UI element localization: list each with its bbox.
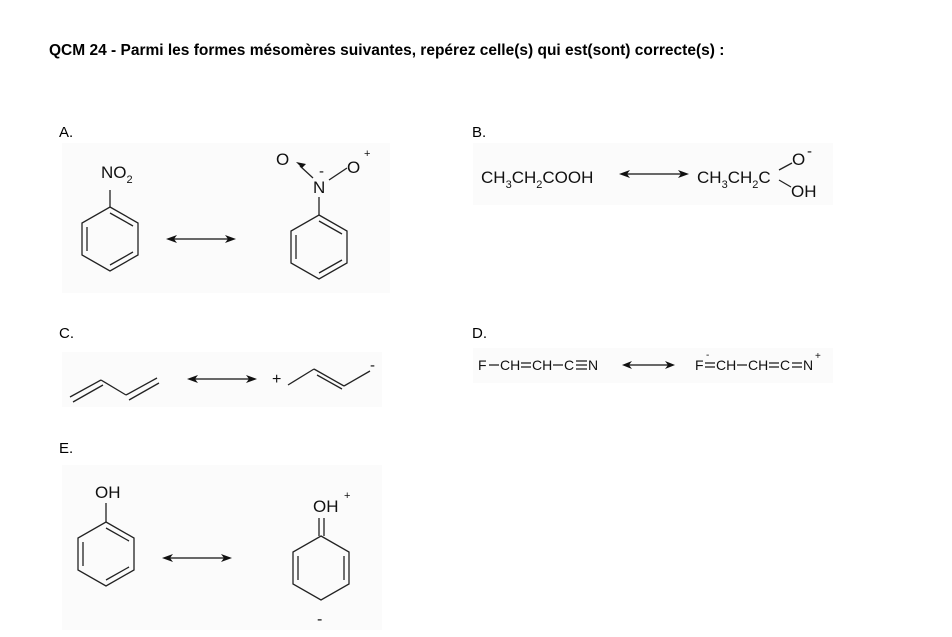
option-e-figure-bg xyxy=(62,465,382,630)
nitro-o-right: O xyxy=(347,158,360,177)
nitro-o-right-charge: + xyxy=(364,148,370,160)
nitro-n-atom: N xyxy=(313,178,325,197)
nitro-o-left: O xyxy=(276,150,289,169)
resonance-arrow-a xyxy=(166,235,236,243)
nitro-group-label: NO2 xyxy=(101,163,133,186)
option-label-d: D. xyxy=(472,325,487,342)
oxonium-charge: + xyxy=(344,490,350,502)
fluoro-resonance-form: F - CH CH C N + xyxy=(695,350,821,373)
carbanion-charge: - xyxy=(370,357,375,374)
option-a-figure-bg xyxy=(62,143,390,293)
carboxylate-formula: CH3CH2C xyxy=(697,168,771,191)
allyl-skeleton xyxy=(287,368,371,390)
svg-text:C: C xyxy=(564,357,574,373)
svg-text:CH: CH xyxy=(500,357,520,373)
svg-text:N: N xyxy=(588,357,598,373)
svg-text:-: - xyxy=(706,350,709,361)
benzene-ring-e-left xyxy=(77,521,135,587)
oxonium-label: OH xyxy=(313,497,339,516)
svg-text:N: N xyxy=(803,357,813,373)
butadiene-skeleton xyxy=(69,377,160,403)
nitro-n-charge: - xyxy=(319,163,324,180)
carboxylate-o-atom: O xyxy=(792,150,805,169)
cyclohexadiene-ring-e-right xyxy=(292,535,350,601)
resonance-arrow-b xyxy=(619,170,689,178)
option-label-e: E. xyxy=(59,440,74,457)
svg-text:CH: CH xyxy=(716,357,736,373)
svg-text:CH: CH xyxy=(748,357,768,373)
svg-text:F: F xyxy=(478,357,487,373)
resonance-arrow-c xyxy=(187,375,257,383)
option-label-c: C. xyxy=(59,325,74,342)
carbocation-charge: + xyxy=(272,371,281,388)
svg-text:C: C xyxy=(780,357,790,373)
option-label-b: B. xyxy=(472,124,487,141)
svg-text:F: F xyxy=(695,357,704,373)
ring-carbanion-charge: - xyxy=(317,611,322,628)
svg-text:CH: CH xyxy=(532,357,552,373)
carboxylate-oh: OH xyxy=(791,182,817,201)
question-title: QCM 24 - Parmi les formes mésomères suiv… xyxy=(49,42,725,59)
phenol-oh-label: OH xyxy=(95,483,121,502)
propanoic-acid-formula: CH3CH2COOH xyxy=(481,168,593,191)
carboxylate-o-charge: - xyxy=(807,143,812,160)
benzene-ring-a-right xyxy=(290,214,348,280)
option-label-a: A. xyxy=(59,124,74,141)
resonance-arrow-d xyxy=(622,361,675,369)
resonance-arrow-e xyxy=(162,554,232,562)
svg-text:+: + xyxy=(815,351,821,362)
fluoro-acrylonitrile: F CH CH C N xyxy=(478,357,598,373)
benzene-ring-a-left xyxy=(81,206,139,272)
